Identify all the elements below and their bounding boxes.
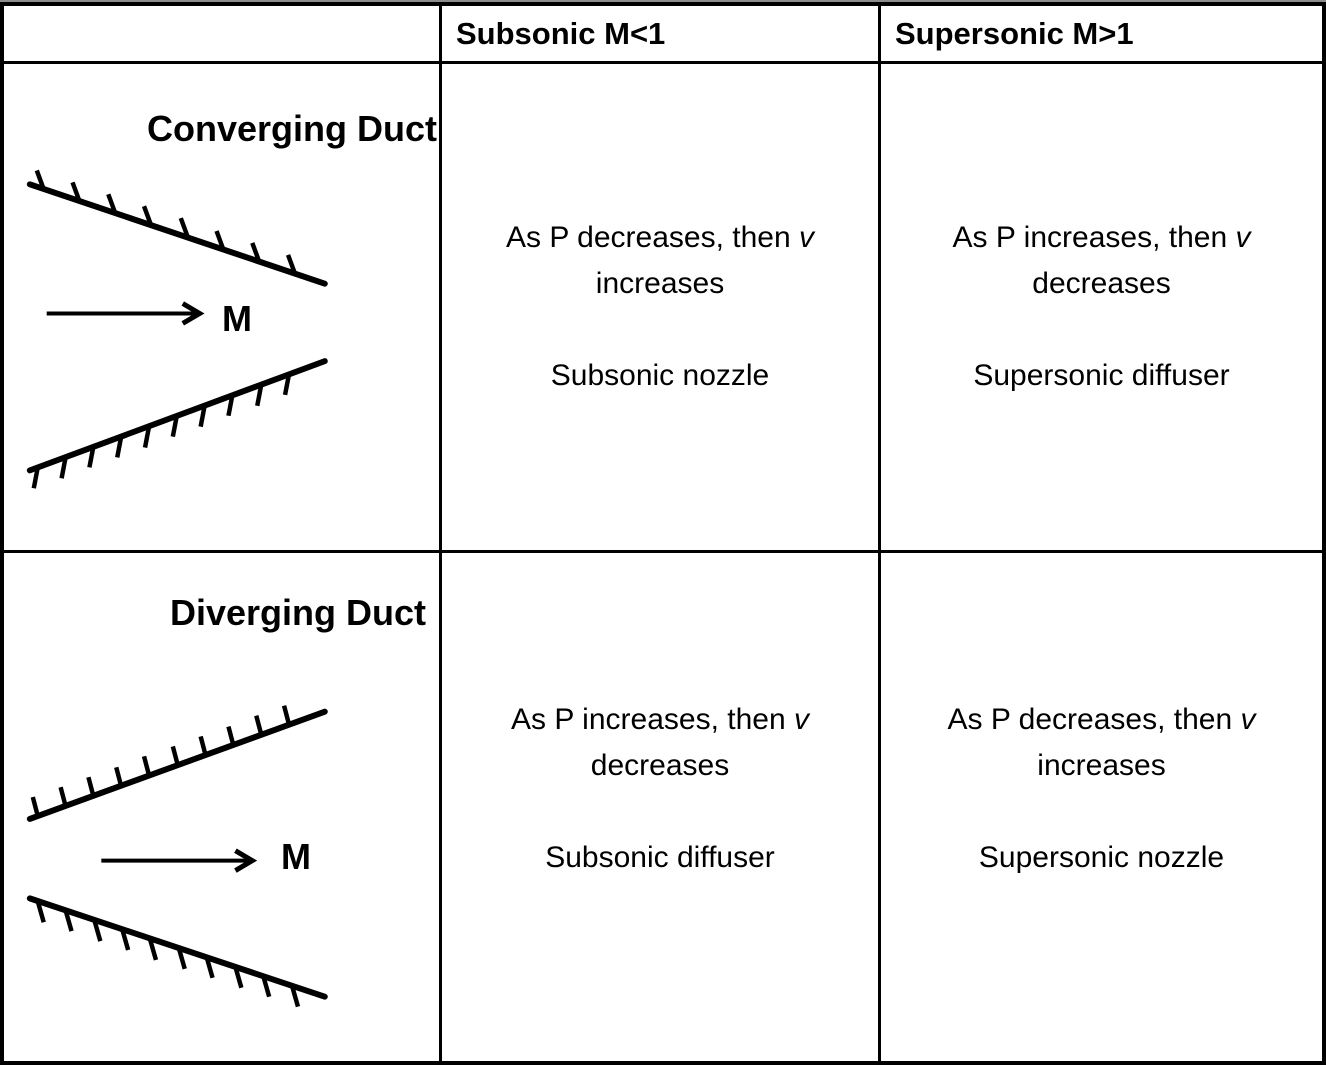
- bottom-wall-hatching: [35, 900, 301, 1008]
- header-empty-cell: [4, 6, 442, 64]
- statement-line1: As P decreases, then: [947, 703, 1241, 736]
- velocity-symbol: v: [1235, 221, 1251, 254]
- duct-top-wall: [26, 705, 328, 822]
- subsonic-converging-cell: As P decreases, then v increases Subsoni…: [442, 64, 881, 553]
- statement-line2: increases: [1037, 749, 1166, 782]
- diverging-duct-title: Diverging Duct: [169, 592, 427, 633]
- bottom-wall-hatching: [31, 373, 292, 489]
- header-subsonic-cell: Subsonic M<1: [442, 6, 881, 64]
- diverging-duct-cell: Diverging Duct: [4, 553, 442, 1061]
- screenshot-top-edge: [0, 0, 1326, 2]
- header-supersonic-label: Supersonic M>1: [895, 15, 1134, 51]
- mach-flow-label: M: [222, 298, 252, 339]
- duct-top-wall: [26, 169, 328, 287]
- flow-device-label: Supersonic diffuser: [973, 359, 1230, 392]
- velocity-symbol: v: [798, 221, 814, 254]
- subsonic-diverging-cell: As P increases, then v decreases Subsoni…: [442, 553, 881, 1061]
- statement-line1: As P increases, then: [952, 221, 1236, 254]
- duct-bottom-wall: [26, 358, 328, 489]
- statement-line1: As P decreases, then: [506, 221, 799, 254]
- statement-line2: decreases: [590, 749, 730, 782]
- pressure-velocity-statement: As P increases, then v decreases: [953, 215, 1251, 307]
- mach-flow-label: M: [281, 836, 311, 877]
- supersonic-converging-cell: As P increases, then v decreases Superso…: [881, 64, 1322, 553]
- header-subsonic-label: Subsonic M<1: [456, 15, 666, 51]
- flow-arrow: [101, 848, 258, 873]
- statement-line2: increases: [595, 267, 725, 300]
- flow-device-label: Subsonic nozzle: [550, 359, 770, 392]
- top-wall-hatching: [30, 705, 292, 817]
- duct-bottom-wall: [26, 895, 328, 1008]
- top-wall-hatching: [34, 169, 298, 275]
- flow-device-label: Supersonic nozzle: [978, 841, 1225, 874]
- converging-duct-diagram: [26, 169, 328, 489]
- supersonic-diverging-cell: As P decreases, then v increases Superso…: [881, 553, 1322, 1061]
- flow-device-label: Subsonic diffuser: [545, 841, 775, 874]
- statement-line1: As P increases, then: [511, 703, 794, 736]
- pressure-velocity-statement: As P decreases, then v increases: [948, 697, 1256, 789]
- pressure-velocity-statement: As P decreases, then v increases: [506, 215, 814, 307]
- pressure-velocity-statement: As P increases, then v decreases: [511, 697, 809, 789]
- velocity-symbol: v: [1240, 703, 1256, 736]
- diverging-duct-diagram: [26, 705, 328, 1008]
- header-supersonic-cell: Supersonic M>1: [881, 6, 1322, 64]
- converging-duct-cell: Converging Duct: [4, 64, 442, 553]
- flow-arrow: [46, 301, 205, 326]
- converging-duct-title: Converging Duct: [146, 108, 438, 149]
- statement-line2: decreases: [1032, 267, 1171, 300]
- velocity-symbol: v: [793, 703, 809, 736]
